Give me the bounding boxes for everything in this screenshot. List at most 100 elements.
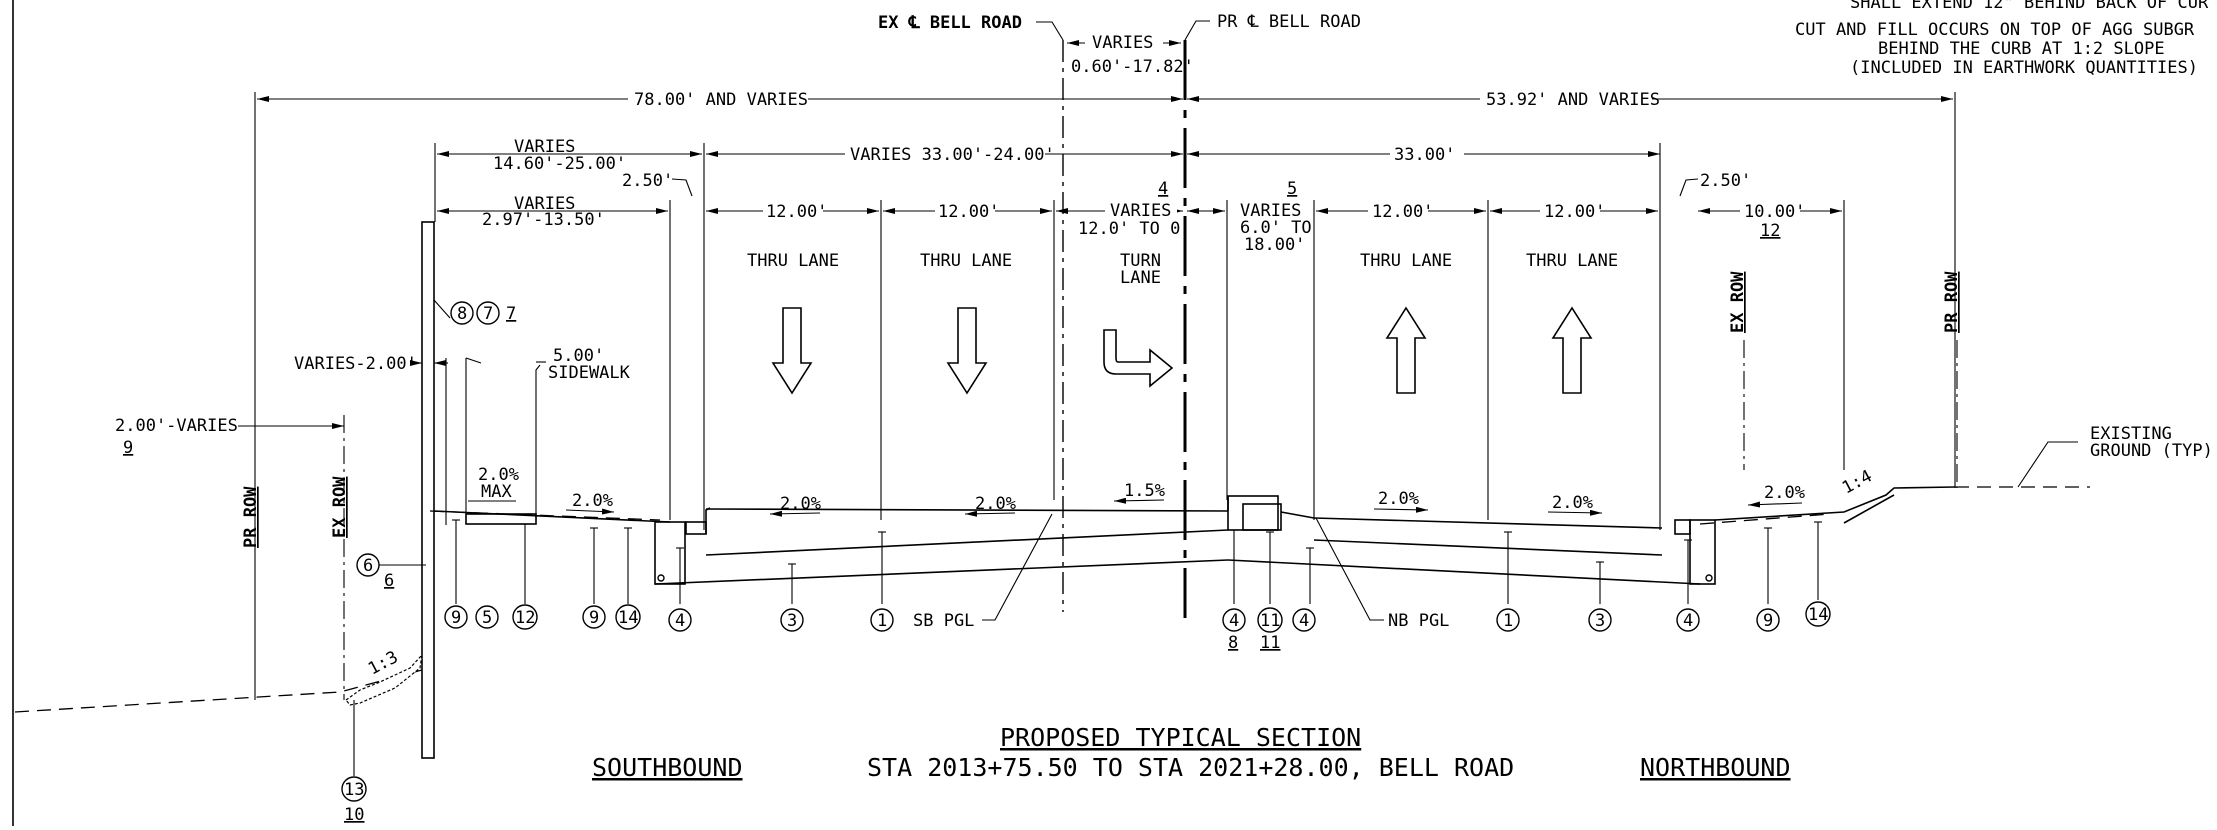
callout-12 — [512, 604, 538, 630]
slope-nb1: 2.0% — [1378, 489, 1419, 509]
callout-4 — [1222, 608, 1246, 632]
nb-pgl-label: NB PGL — [1388, 611, 1449, 631]
dim-lane-nb1-label: 12.00' — [1372, 202, 1433, 222]
dim-median-range1: 6.0' TO — [1240, 218, 1312, 238]
dim-turn-varies: VARIES — [1110, 201, 1171, 221]
dim-gutter-right: 2.50' — [1700, 171, 1751, 191]
retaining-wall — [421, 221, 435, 759]
callout-13-note: 10 — [344, 805, 364, 825]
ex-row-left-label: EX ROW — [330, 476, 350, 538]
ex-centerline-label: EX ℄ BELL ROAD — [878, 13, 1022, 33]
dim-gutter-left: 2.50' — [622, 171, 673, 191]
lane-nb2-label: THRU LANE — [1526, 251, 1618, 271]
dim-sidewalk-width: 5.00' — [553, 346, 604, 366]
right-turn-arrow-icon — [1103, 329, 1174, 388]
rock-fill — [345, 653, 423, 706]
dim-lane-sb1-label: 12.00' — [766, 202, 827, 222]
callout-1-label: 1 — [1503, 611, 1513, 631]
callout-9 — [444, 605, 468, 629]
cl-offset-varies: VARIES — [1092, 33, 1153, 53]
callout-14-label: 14 — [618, 608, 638, 628]
callout-row: 9 5 12 9 14 4 3 1 SB PGL 4 8 11 11 4 NB … — [341, 513, 1831, 825]
callout-1-label: 1 — [877, 611, 887, 631]
pr-row-right-label: PR ROW — [1942, 271, 1962, 333]
general-notes: SHALL EXTEND 12" BEHIND BACK OF CUR CUT … — [1795, 0, 2209, 78]
dim-lane-sb2-label: 12.00' — [938, 202, 999, 222]
existing-ground-label-1: EXISTING — [2090, 424, 2172, 444]
up-arrow-icon — [1385, 306, 1427, 394]
callout-7-note: 7 — [506, 304, 516, 324]
up-arrow-icon — [1551, 306, 1593, 394]
callout-4 — [1676, 608, 1700, 632]
slope-fill-right: 1:4 — [1839, 466, 1876, 498]
dim-sb-outer-range: 14.60'-25.00' — [493, 154, 626, 174]
northbound-label: NORTHBOUND — [1640, 753, 1791, 782]
pr-centerline-label: PR ℄ BELL ROAD — [1217, 12, 1361, 32]
callout-13-label: 13 — [344, 780, 364, 800]
lane-turn-label-1: TURN — [1120, 251, 1161, 271]
slope-sidewalk: 2.0% — [478, 465, 519, 485]
callout-6-label: 6 — [363, 556, 373, 576]
callout-3 — [1588, 608, 1612, 632]
dim-nb-blvd-note: 12 — [1760, 221, 1780, 241]
callout-1 — [870, 608, 894, 632]
slope-nb2: 2.0% — [1552, 493, 1593, 513]
sb-pgl-label: SB PGL — [913, 611, 974, 631]
callout-12-label: 12 — [515, 608, 535, 628]
callout-5 — [475, 605, 499, 629]
cl-offset-range: 0.60'-17.82' — [1071, 57, 1194, 77]
lane-turn-label-2: LANE — [1120, 268, 1161, 288]
callout-11-label: 11 — [1260, 611, 1280, 631]
callout-4-label: 4 — [1229, 611, 1239, 631]
down-arrow-icon — [771, 307, 813, 395]
callout-1 — [1496, 608, 1520, 632]
down-arrow-icon — [946, 307, 988, 395]
callout-4-label: 4 — [675, 611, 685, 631]
callout-3-label: 3 — [1595, 611, 1605, 631]
section-title: PROPOSED TYPICAL SECTION — [1000, 723, 1361, 752]
callout-11-note: 11 — [1260, 633, 1280, 653]
existing-ground-label-2: GROUND (TYP) — [2090, 441, 2213, 461]
dim-median-note: 5 — [1287, 179, 1297, 199]
callout-9-label: 9 — [1763, 611, 1773, 631]
callout-9 — [1756, 608, 1780, 632]
southbound-label: SOUTHBOUND — [592, 753, 743, 782]
dim-sb-inner-range: 2.97'-13.50' — [482, 210, 605, 230]
slope-sidewalk-max: MAX — [481, 482, 512, 502]
median-curb — [1227, 495, 1279, 531]
callout-3-label: 3 — [787, 611, 797, 631]
pr-cl-leader — [1184, 20, 1210, 41]
note-line-2: CUT AND FILL OCCURS ON TOP OF AGG SUBGR — [1795, 20, 2195, 40]
station-range: STA 2013+75.50 TO STA 2021+28.00, BELL R… — [867, 753, 1514, 782]
callout-14 — [615, 604, 641, 630]
callout-4-note: 8 — [1228, 633, 1238, 653]
callout-6-note: 6 — [384, 571, 394, 591]
dim-nb-blvd-label: 10.00' — [1744, 202, 1805, 222]
slope-sb-blvd: 2.0% — [572, 491, 613, 511]
callout-7 — [476, 301, 500, 325]
dim-sb-inner-varies: VARIES — [514, 194, 575, 214]
dim-median-varies: VARIES — [1240, 201, 1301, 221]
lane-sb2-label: THRU LANE — [920, 251, 1012, 271]
note-line-4: (INCLUDED IN EARTHWORK QUANTITIES) — [1850, 58, 2198, 78]
callout-3 — [780, 608, 804, 632]
callout-13 — [341, 776, 367, 802]
lane-nb1-label: THRU LANE — [1360, 251, 1452, 271]
dim-median-range2: 18.00' — [1244, 235, 1305, 255]
callout-4-label: 4 — [1683, 611, 1693, 631]
slope-turn: 1.5% — [1124, 481, 1165, 501]
callout-9 — [582, 605, 606, 629]
callout-8-label: 8 — [457, 304, 467, 324]
pr-row-left-label: PR ROW — [241, 486, 261, 548]
dim-sb-outer-varies: VARIES — [514, 137, 575, 157]
dim-row-offset: 2.00'-VARIES — [115, 416, 238, 436]
dim-varies-left: VARIES-2.00' — [294, 354, 417, 374]
callout-9-label: 9 — [451, 608, 461, 628]
dim-nb-roadway-label: 33.00' — [1394, 145, 1455, 165]
callout-4 — [1292, 608, 1316, 632]
ex-row-right-label: EX ROW — [1728, 271, 1748, 333]
dim-left-overall-label: 78.00' AND VARIES — [634, 90, 808, 110]
callout-9-label: 9 — [589, 608, 599, 628]
